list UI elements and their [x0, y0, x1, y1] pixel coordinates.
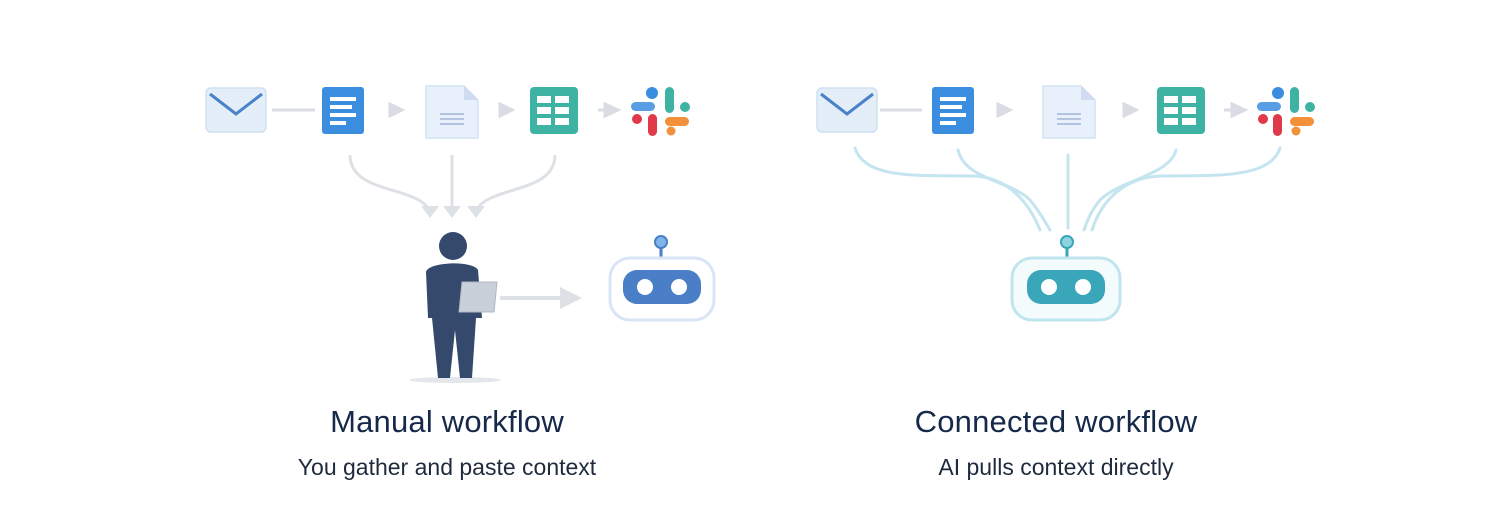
mail-icon — [205, 87, 267, 133]
connected-workflow-panel: Connected workflow AI pulls context dire… — [756, 0, 1492, 516]
slack-icon — [631, 87, 690, 136]
paste-arrow — [500, 287, 582, 309]
icon-connectors — [272, 101, 622, 119]
spreadsheet-icon — [530, 87, 578, 134]
ai-robot-icon — [608, 235, 716, 322]
manual-workflow-panel: Manual workflow You gather and paste con… — [205, 85, 716, 480]
context-arrowheads — [421, 206, 485, 218]
context-arrows — [348, 154, 557, 213]
file-icon — [425, 85, 479, 139]
slack-icon — [1257, 87, 1315, 136]
person-icon — [409, 232, 501, 383]
manual-workflow-title: Manual workflow — [330, 404, 564, 439]
icon-connectors — [880, 101, 1249, 119]
ai-robot-icon — [1010, 235, 1122, 322]
file-icon — [1042, 85, 1096, 139]
spreadsheet-icon — [1157, 87, 1205, 134]
mail-icon — [816, 87, 878, 133]
connected-diagram — [816, 85, 1315, 322]
connected-workflow-subtitle: AI pulls context directly — [938, 454, 1174, 480]
connection-lines — [853, 146, 1282, 232]
document-icon — [322, 87, 364, 134]
manual-workflow-subtitle: You gather and paste context — [297, 454, 597, 480]
document-icon — [932, 87, 974, 134]
manual-diagram — [205, 85, 716, 383]
connected-workflow-title: Connected workflow — [914, 404, 1198, 439]
